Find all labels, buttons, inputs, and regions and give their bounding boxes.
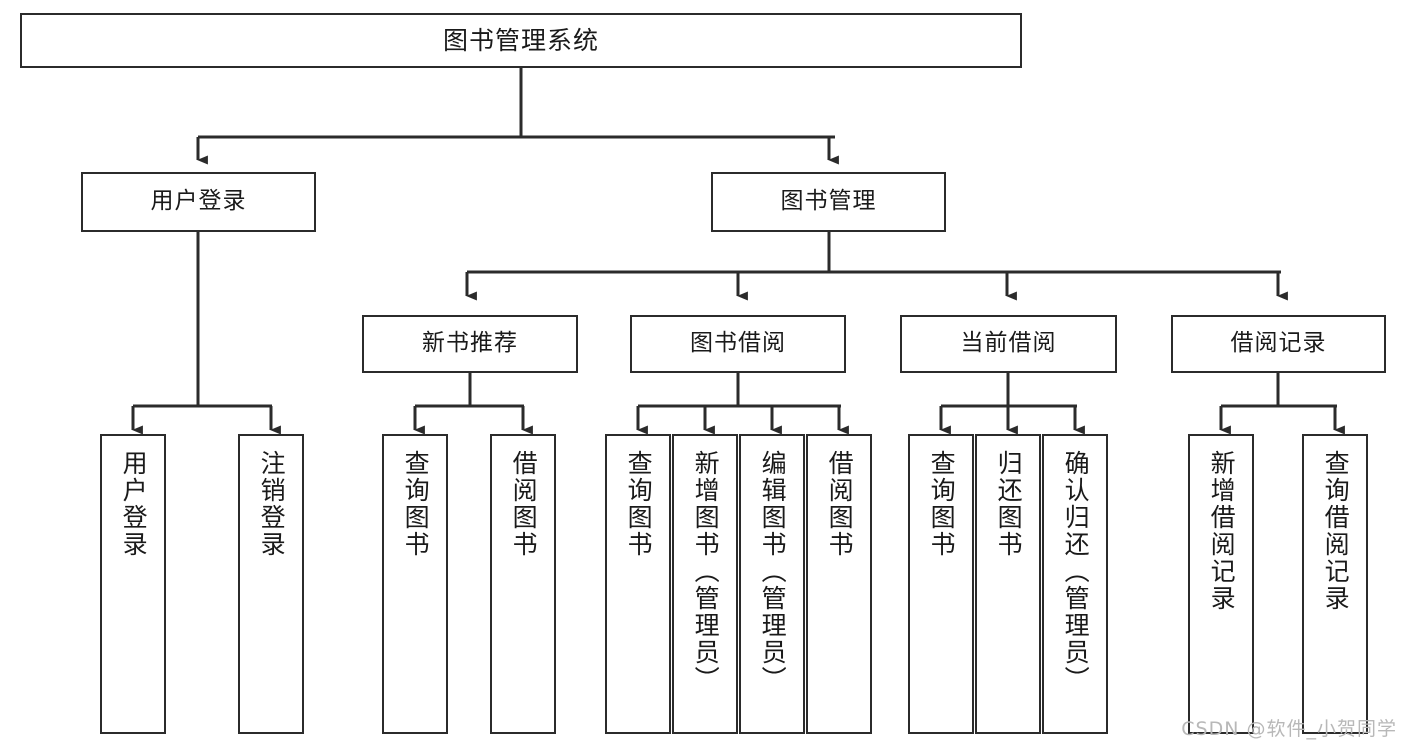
leaf-query-book-rec-label: 查询图书 bbox=[401, 450, 431, 558]
leaf-query-book-borrow-label: 查询图书 bbox=[624, 450, 654, 558]
csdn-watermark: CSDN @软件_小贺同学 bbox=[1181, 718, 1397, 740]
node-root-label: 图书管理系统 bbox=[442, 25, 599, 55]
leaf-add-borrow-record[interactable]: 新增借阅记录 bbox=[1188, 434, 1254, 734]
leaf-query-book-current-label: 查询图书 bbox=[927, 450, 957, 558]
leaf-query-book-borrow[interactable]: 查询图书 bbox=[605, 434, 671, 734]
leaf-add-borrow-record-label: 新增借阅记录 bbox=[1207, 450, 1237, 612]
node-current-borrow[interactable]: 当前借阅 bbox=[900, 315, 1117, 373]
node-book-manage-label: 图书管理 bbox=[780, 188, 877, 215]
leaf-add-book-admin-label: 新增图书（管理员） bbox=[691, 450, 721, 693]
leaf-borrow-book[interactable]: 借阅图书 bbox=[806, 434, 872, 734]
node-user-login[interactable]: 用户登录 bbox=[81, 172, 316, 232]
leaf-confirm-return-admin[interactable]: 确认归还（管理员） bbox=[1042, 434, 1108, 734]
leaf-edit-book-admin-label: 编辑图书（管理员） bbox=[758, 450, 788, 693]
leaf-logout-login-label: 注销登录 bbox=[257, 450, 287, 558]
node-user-login-label: 用户登录 bbox=[150, 188, 247, 215]
leaf-edit-book-admin[interactable]: 编辑图书（管理员） bbox=[739, 434, 805, 734]
node-book-borrow-label: 图书借阅 bbox=[690, 330, 786, 357]
node-root[interactable]: 图书管理系统 bbox=[20, 13, 1022, 68]
node-new-book-rec-label: 新书推荐 bbox=[422, 330, 518, 357]
node-book-borrow[interactable]: 图书借阅 bbox=[630, 315, 846, 373]
node-current-borrow-label: 当前借阅 bbox=[960, 330, 1057, 357]
leaf-query-book-current[interactable]: 查询图书 bbox=[908, 434, 974, 734]
leaf-query-borrow-record[interactable]: 查询借阅记录 bbox=[1302, 434, 1368, 734]
leaf-return-book-label: 归还图书 bbox=[994, 450, 1024, 558]
leaf-query-borrow-record-label: 查询借阅记录 bbox=[1321, 450, 1351, 612]
leaf-borrow-book-rec[interactable]: 借阅图书 bbox=[490, 434, 556, 734]
node-borrow-record-label: 借阅记录 bbox=[1230, 330, 1327, 357]
leaf-query-book-rec[interactable]: 查询图书 bbox=[382, 434, 448, 734]
leaf-logout-login[interactable]: 注销登录 bbox=[238, 434, 304, 734]
leaf-user-login-label: 用户登录 bbox=[119, 450, 149, 558]
leaf-user-login[interactable]: 用户登录 bbox=[100, 434, 166, 734]
node-borrow-record[interactable]: 借阅记录 bbox=[1171, 315, 1386, 373]
leaf-confirm-return-admin-label: 确认归还（管理员） bbox=[1061, 450, 1091, 693]
leaf-borrow-book-rec-label: 借阅图书 bbox=[509, 450, 539, 558]
leaf-borrow-book-label: 借阅图书 bbox=[825, 450, 855, 558]
leaf-add-book-admin[interactable]: 新增图书（管理员） bbox=[672, 434, 738, 734]
node-book-manage[interactable]: 图书管理 bbox=[711, 172, 946, 232]
leaf-return-book[interactable]: 归还图书 bbox=[975, 434, 1041, 734]
node-new-book-rec[interactable]: 新书推荐 bbox=[362, 315, 578, 373]
